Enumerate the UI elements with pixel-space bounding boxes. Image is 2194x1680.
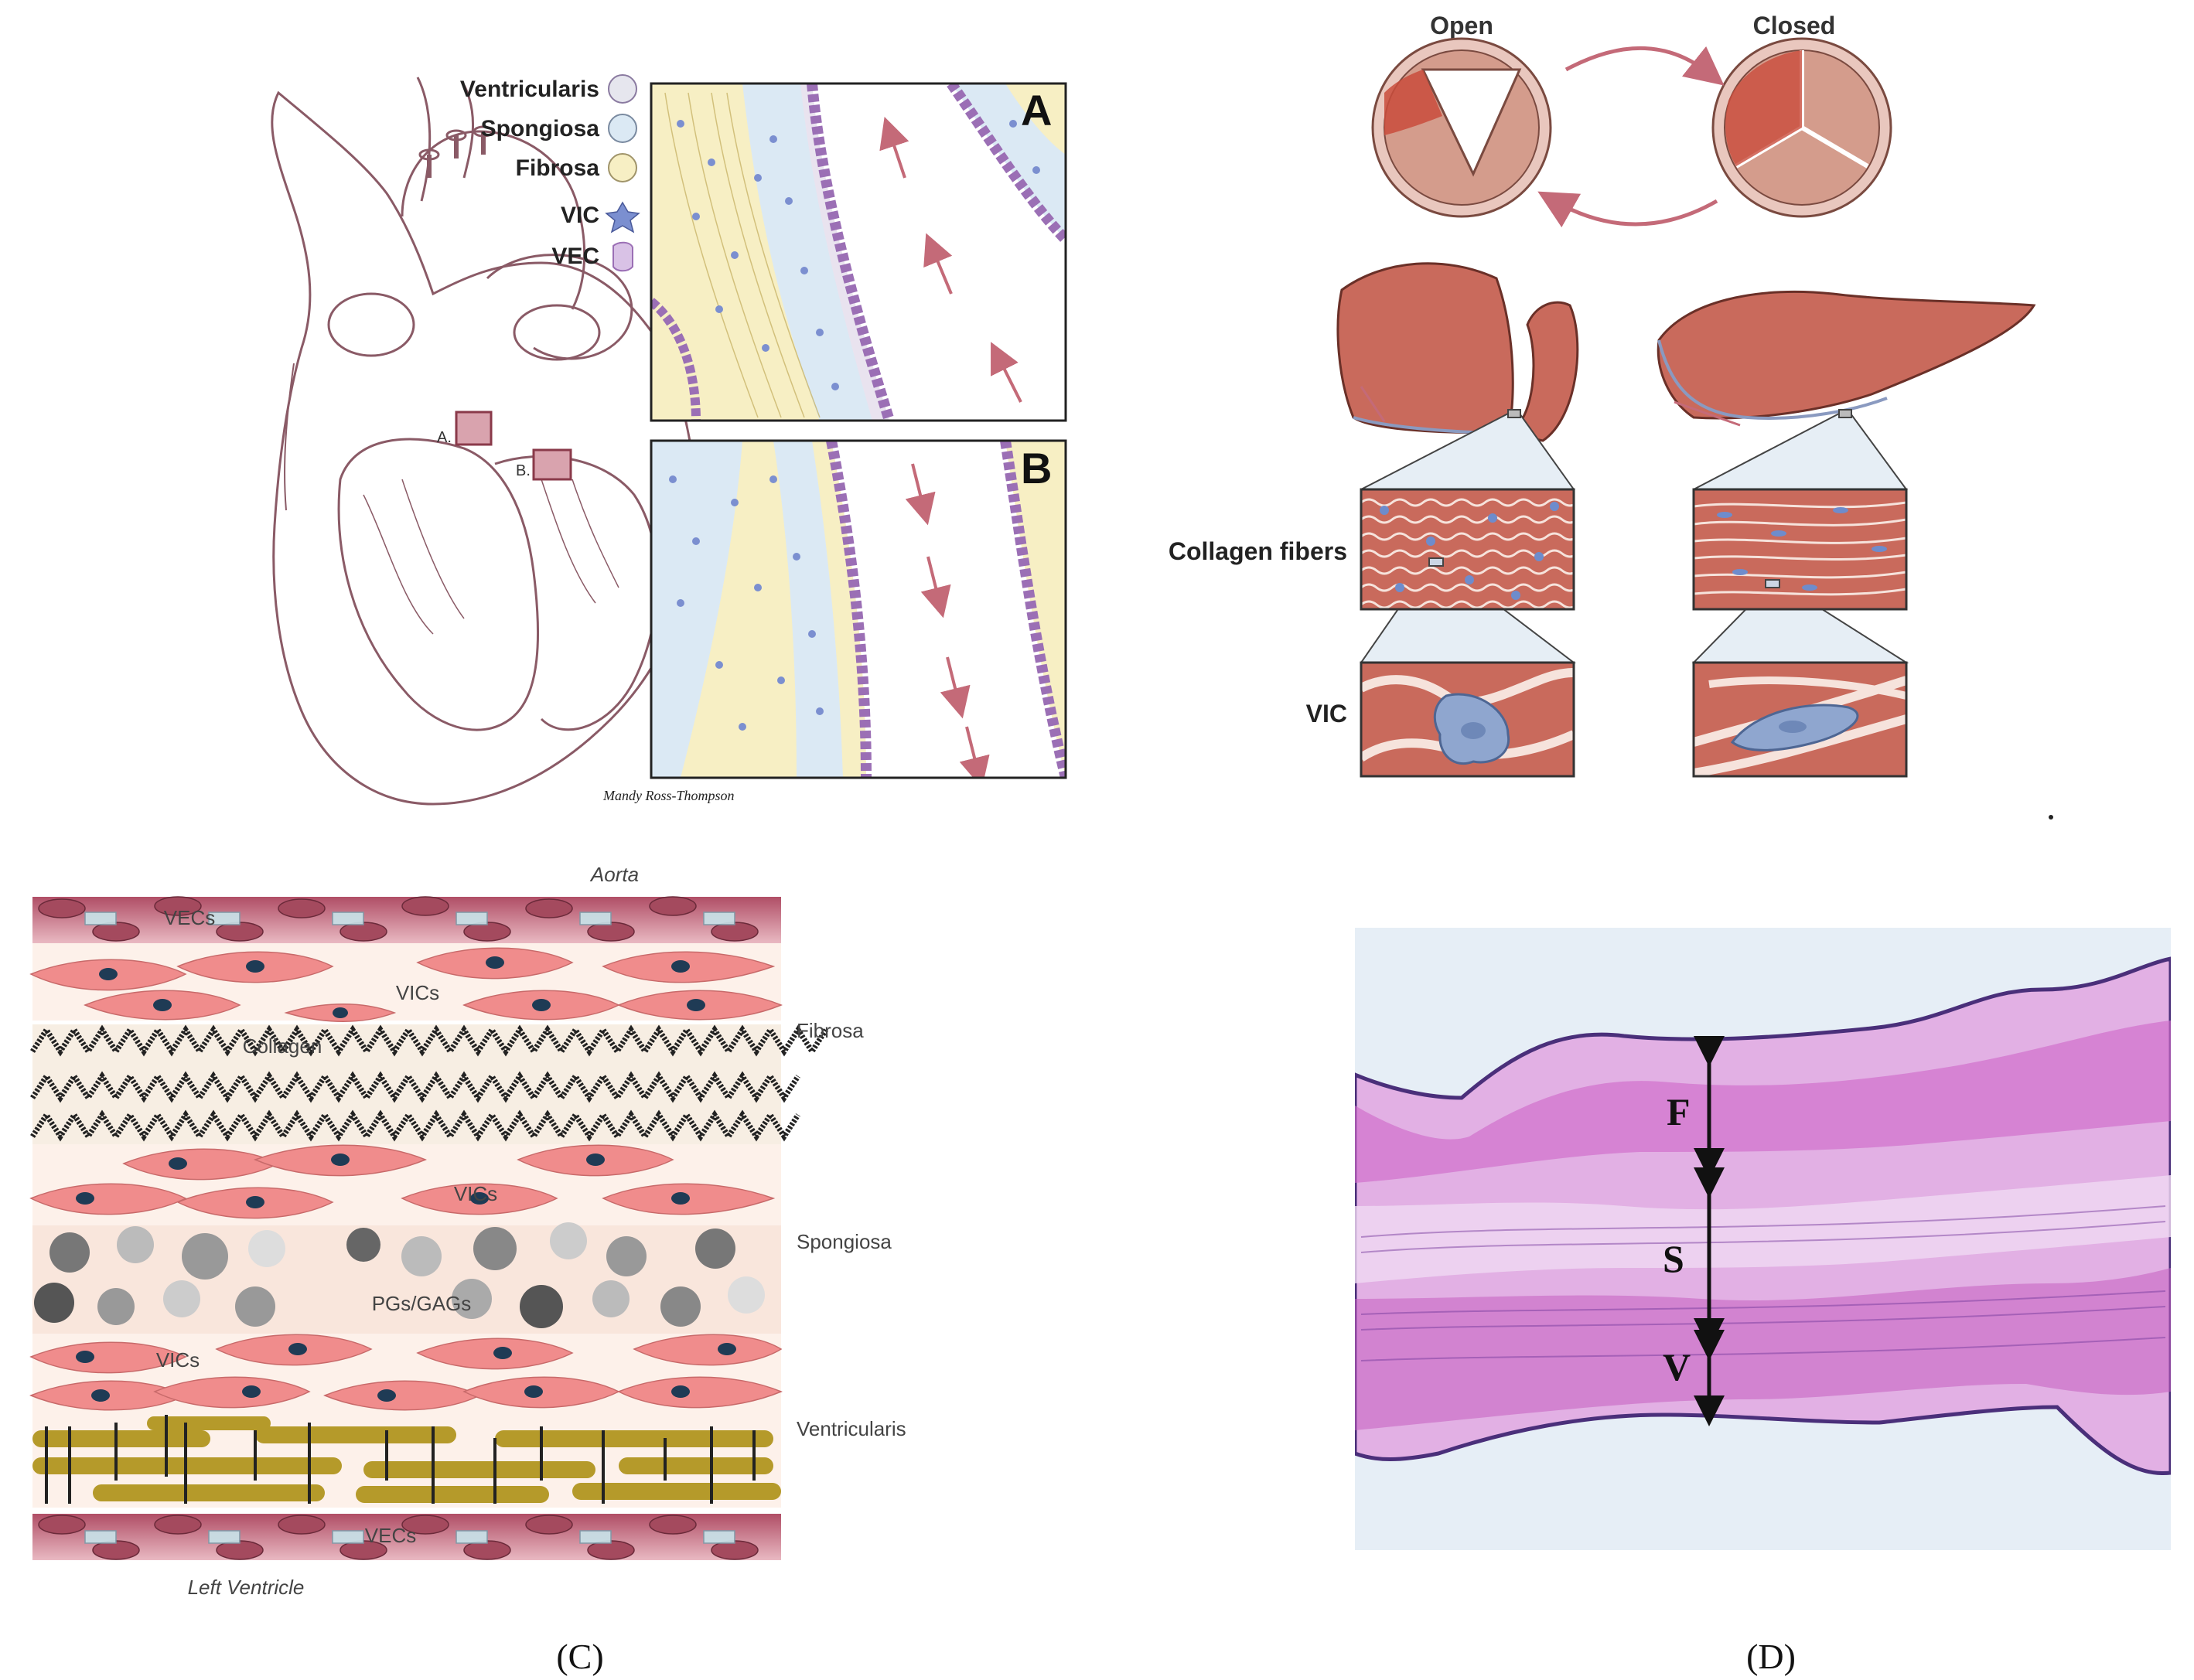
ventricularis-swatch-icon [608, 74, 637, 104]
ventricularis-side-label: Ventricularis [797, 1417, 906, 1440]
vic-label: VIC [1306, 700, 1347, 728]
inset-b [651, 441, 1066, 778]
closed-label: Closed [1753, 12, 1836, 39]
heart-inset-a-marker [455, 411, 493, 446]
collagen-label: Collagen [243, 1034, 322, 1058]
right-ventricle-wall [494, 455, 659, 731]
left-ventricle-label: Left Ventricle [188, 1576, 305, 1599]
heart-label-a: A. [437, 429, 452, 446]
panel-a-heart [271, 77, 719, 806]
open-leaflet-illustration [1336, 262, 1579, 442]
collagen-fibers-label: Collagen fibers [1169, 537, 1347, 565]
collagen-box-open [1361, 489, 1574, 609]
panel-c-layers [29, 896, 828, 1560]
caption-d: (D) [1746, 1637, 1796, 1676]
collagen-box-closed [1694, 489, 1906, 609]
spongiosa-swatch-icon [608, 114, 637, 143]
spongiosa-side-label: Spongiosa [797, 1230, 892, 1253]
vic-box-open [1361, 663, 1574, 776]
vics-label-3: VICs [156, 1348, 200, 1372]
heart-inset-b-marker [532, 448, 572, 481]
panel-d-histology [1355, 928, 2171, 1550]
cycle-arrow-bottom [1537, 191, 1718, 228]
f-label: F [1667, 1090, 1691, 1133]
panel-a-legend: Ventricularis Spongiosa Fibrosa VIC VEC [460, 77, 599, 269]
legend-label-ventricularis: Ventricularis [460, 77, 599, 102]
open-label: Open [1430, 12, 1493, 39]
heart-label-b: B. [516, 462, 531, 479]
closed-leaflet-illustration [1657, 291, 2036, 427]
vic-cell-icon [605, 201, 640, 233]
inset-b-frame [650, 439, 1067, 779]
heart-outline [271, 90, 698, 806]
legend-label-fibrosa: Fibrosa [516, 155, 600, 181]
inset-a-letter: A [1021, 86, 1052, 135]
open-valve-icon [1371, 37, 1552, 218]
caption-c: (C) [556, 1637, 603, 1676]
closed-valve-icon [1711, 37, 1892, 218]
cycle-arrow-top [1564, 46, 1725, 86]
stray-dot [2049, 815, 2053, 820]
vena-cava [416, 77, 475, 202]
legend-label-vec: VEC [551, 244, 599, 269]
vics-label-1: VICs [396, 981, 439, 1004]
pgs-gags-label: PGs/GAGs [372, 1292, 472, 1315]
pulmonary-artery [486, 254, 633, 360]
v-label: V [1663, 1345, 1691, 1389]
vecs-bottom-label: VECs [365, 1524, 416, 1547]
artist-signature: Mandy Ross-Thompson [602, 788, 735, 803]
legend-label-vic: VIC [561, 203, 599, 228]
left-ventricle-wall [337, 438, 540, 731]
vic-box-closed [1694, 663, 1906, 776]
legend-label-spongiosa: Spongiosa [481, 116, 600, 141]
fibrosa-swatch-icon [608, 153, 637, 182]
vics-label-2: VICs [454, 1182, 497, 1205]
fibrosa-side-label: Fibrosa [797, 1019, 864, 1042]
vecs-top-label: VECs [164, 906, 215, 929]
aorta-label: Aorta [589, 863, 639, 886]
s-label: S [1663, 1237, 1684, 1280]
vec-cell-icon [612, 241, 633, 272]
inset-b-letter: B [1021, 444, 1052, 492]
inset-a [651, 83, 1066, 421]
inset-a-frame [650, 82, 1067, 422]
